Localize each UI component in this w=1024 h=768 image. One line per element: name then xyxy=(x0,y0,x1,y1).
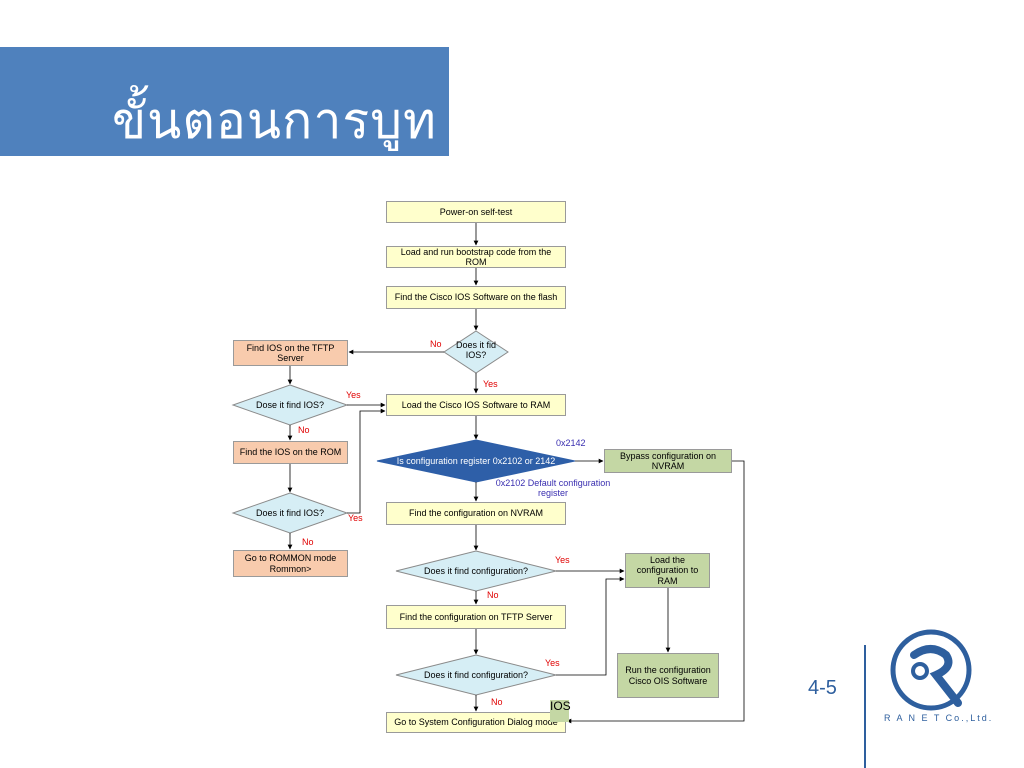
decision-does-find-ios: Does it find IOS? xyxy=(255,508,325,518)
label-yes-fid-ios: Yes xyxy=(483,379,498,389)
box-find-ios-tftp: Find IOS on the TFTP Server xyxy=(233,340,348,366)
label-no-config-1: No xyxy=(487,590,499,600)
box-find-config-nvram: Find the configuration on NVRAM xyxy=(386,502,566,525)
decision-dose-find-ios: Dose it find IOS? xyxy=(255,400,325,410)
box-find-config-tftp: Find the configuration on TFTP Server xyxy=(386,605,566,629)
label-yes-config-2: Yes xyxy=(545,658,560,668)
box-power-on-self-test: Power-on self-test xyxy=(386,201,566,223)
ranet-logo-icon xyxy=(890,629,972,711)
box-load-ios-ram: Load the Cisco IOS Software to RAM xyxy=(386,394,566,416)
box-rommon-mode: Go to ROMMON mode Rommon> xyxy=(233,550,348,577)
label-no-fid-ios: No xyxy=(430,339,442,349)
label-no-config-2: No xyxy=(491,697,503,707)
footer-divider xyxy=(864,645,866,768)
box-run-config: Run the configuration Cisco OIS Software xyxy=(617,653,719,698)
decision-fid-ios: Does it fid IOS? xyxy=(455,340,497,361)
ios-tag: IOS xyxy=(550,700,571,722)
box-find-ios-flash: Find the Cisco IOS Software on the flash xyxy=(386,286,566,309)
box-bypass-nvram: Bypass configuration on NVRAM xyxy=(604,449,732,473)
label-yes-rom: Yes xyxy=(348,513,363,523)
company-name: R A N E T Co.,Ltd. xyxy=(884,713,994,723)
label-no-rom: No xyxy=(302,537,314,547)
label-yes-tftp: Yes xyxy=(346,390,361,400)
box-find-ios-rom: Find the IOS on the ROM xyxy=(233,441,348,464)
label-yes-config-1: Yes xyxy=(555,555,570,565)
label-0x2102-default: 0x2102 Default configuration register xyxy=(495,478,611,498)
decision-config-register: Is configuration register 0x2102 or 2142 xyxy=(396,456,556,466)
label-no-tftp: No xyxy=(298,425,310,435)
title-band xyxy=(0,47,449,156)
decision-find-config-1: Does it find configuration? xyxy=(423,566,529,576)
decision-find-config-2: Does it find configuration? xyxy=(423,670,529,680)
box-load-bootstrap: Load and run bootstrap code from the ROM xyxy=(386,246,566,268)
page-number: 4-5 xyxy=(808,677,837,699)
box-setup-dialog-mode: Go to System Configuration Dialog mode xyxy=(386,712,566,733)
slide-title: ขั้นตอนการบูท xyxy=(112,92,437,150)
label-0x2142: 0x2142 xyxy=(556,438,586,448)
box-load-config-ram: Load the configuration to RAM xyxy=(625,553,710,588)
